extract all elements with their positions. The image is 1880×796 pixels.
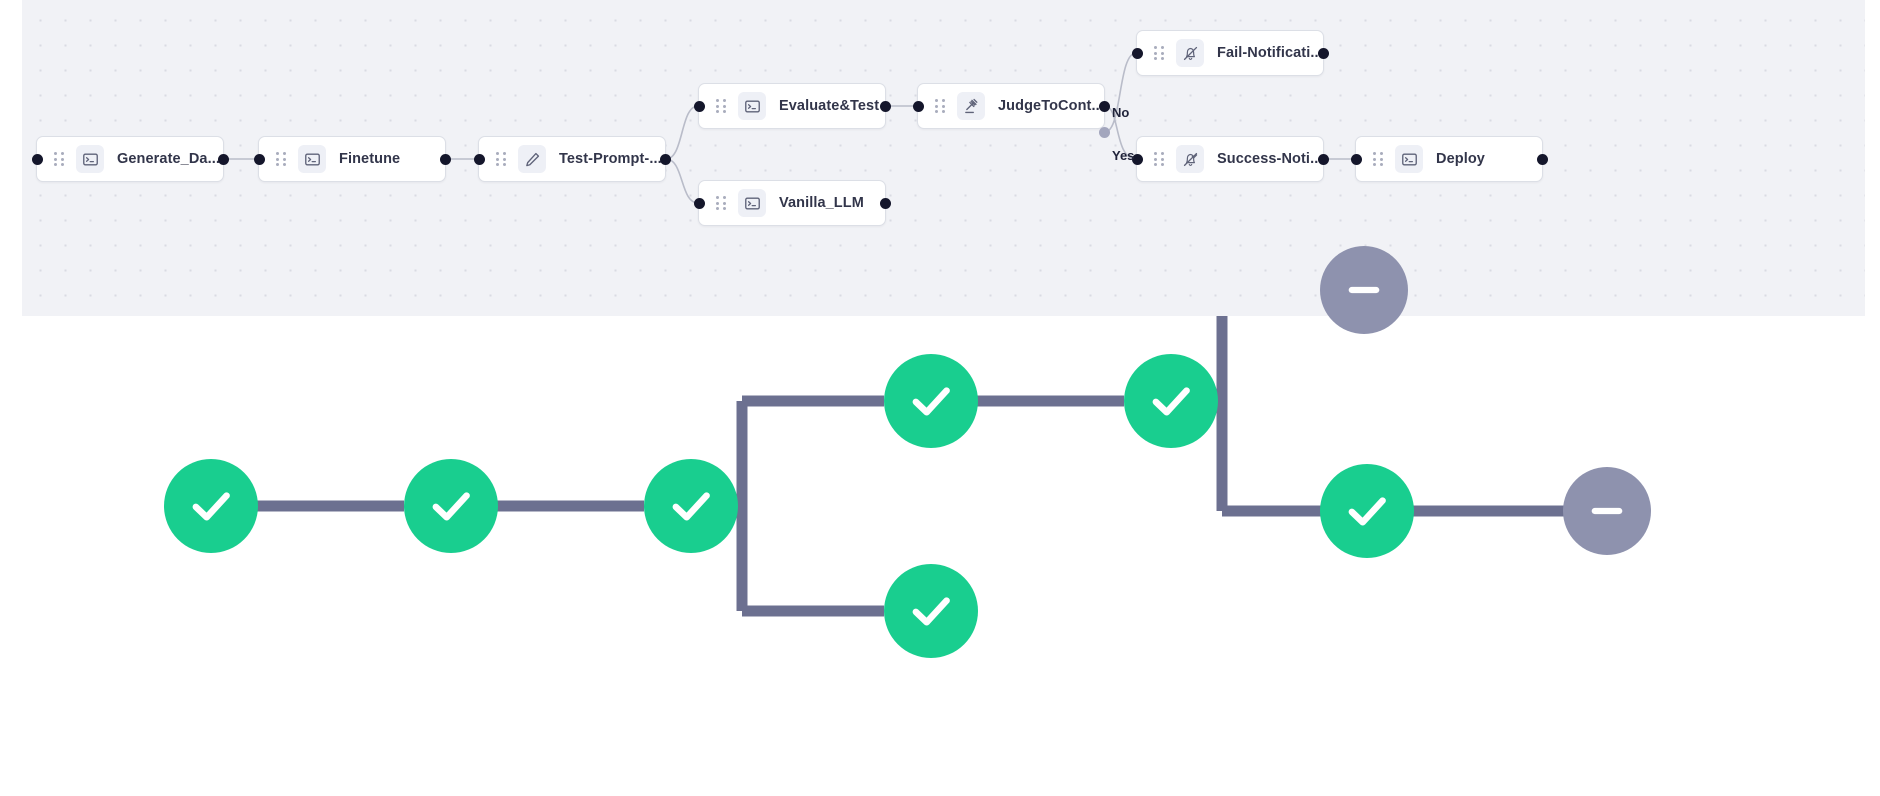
node-label: Vanilla_LLM [779,195,864,211]
port-output[interactable] [659,153,671,165]
node-generate-data[interactable]: Generate_Da... [31,136,229,182]
bell-check-icon [1176,145,1204,173]
status-node-ok[interactable] [884,564,978,658]
port-input[interactable] [1131,153,1143,165]
port-input[interactable] [1131,47,1143,59]
check-icon [432,492,470,521]
check-icon [192,492,230,521]
status-node-ok[interactable] [884,354,978,448]
port-input[interactable] [253,153,265,165]
port-output-yes[interactable] [1098,127,1110,138]
node-vanilla-llm[interactable]: Vanilla_LLM [693,180,891,226]
port-output[interactable] [1317,47,1329,59]
drag-handle-icon[interactable] [1154,46,1165,61]
branch-label-yes: Yes [1112,148,1135,163]
node-label: Evaluate&Test [779,98,880,114]
node-success-notification[interactable]: Success-Noti... [1131,136,1329,182]
pencil-icon [518,145,546,173]
check-icon [1348,497,1386,526]
port-output[interactable] [879,197,891,209]
node-label: Test-Prompt-... [559,151,662,167]
status-node-ok[interactable] [1320,464,1414,558]
status-node-ok[interactable] [164,459,258,553]
node-label: Deploy [1436,151,1485,167]
node-fail-notification[interactable]: Fail-Notificati... [1131,30,1329,76]
node-label: JudgeToCont... [998,98,1104,114]
drag-handle-icon[interactable] [716,99,727,114]
terminal-icon [298,145,326,173]
status-node-skipped[interactable] [1320,246,1408,334]
check-icon [912,387,950,416]
gavel-icon [957,92,985,120]
port-input[interactable] [473,153,485,165]
node-label: Finetune [339,151,401,167]
port-input[interactable] [693,100,705,112]
status-node-ok[interactable] [644,459,738,553]
node-label: Generate_Da... [117,151,220,167]
node-test-prompt[interactable]: Test-Prompt-... [473,136,671,182]
node-label: Success-Noti... [1217,151,1323,167]
port-output-no[interactable] [1098,101,1110,112]
minus-icon [1591,507,1623,515]
drag-handle-icon[interactable] [716,196,727,211]
node-finetune[interactable]: Finetune [253,136,451,182]
drag-handle-icon[interactable] [935,99,946,114]
port-output[interactable] [1317,153,1329,165]
check-icon [672,492,710,521]
node-judge-to-continue[interactable]: JudgeToCont... [912,83,1110,138]
drag-handle-icon[interactable] [276,152,287,167]
bell-slash-icon [1176,39,1204,67]
terminal-icon [1395,145,1423,173]
port-input[interactable] [1350,153,1362,165]
terminal-icon [76,145,104,173]
edge-testprompt-to-vanilla [665,158,699,204]
execution-status-graph [0,246,1880,796]
check-icon [1152,387,1190,416]
status-node-ok[interactable] [1124,354,1218,448]
terminal-icon [738,92,766,120]
status-node-ok[interactable] [404,459,498,553]
terminal-icon [738,189,766,217]
port-input[interactable] [693,197,705,209]
drag-handle-icon[interactable] [1373,152,1384,167]
port-output[interactable] [439,153,451,165]
port-input[interactable] [912,100,924,112]
drag-handle-icon[interactable] [1154,152,1165,167]
port-output[interactable] [217,153,229,165]
drag-handle-icon[interactable] [496,152,507,167]
status-node-skipped[interactable] [1563,467,1651,555]
node-deploy[interactable]: Deploy [1350,136,1548,182]
node-evaluate-test[interactable]: Evaluate&Test [693,83,891,129]
port-output[interactable] [879,100,891,112]
edge-testprompt-to-evaluate [665,105,699,160]
minus-icon [1348,286,1380,294]
check-icon [912,597,950,626]
edge-judge-yes-cross [1104,52,1137,133]
flow-canvas[interactable]: Generate_Da... Finetune [22,0,1865,316]
drag-handle-icon[interactable] [54,152,65,167]
port-output[interactable] [1536,153,1548,165]
node-label: Fail-Notificati... [1217,45,1323,61]
port-input[interactable] [31,153,43,165]
branch-label-no: No [1112,105,1130,120]
